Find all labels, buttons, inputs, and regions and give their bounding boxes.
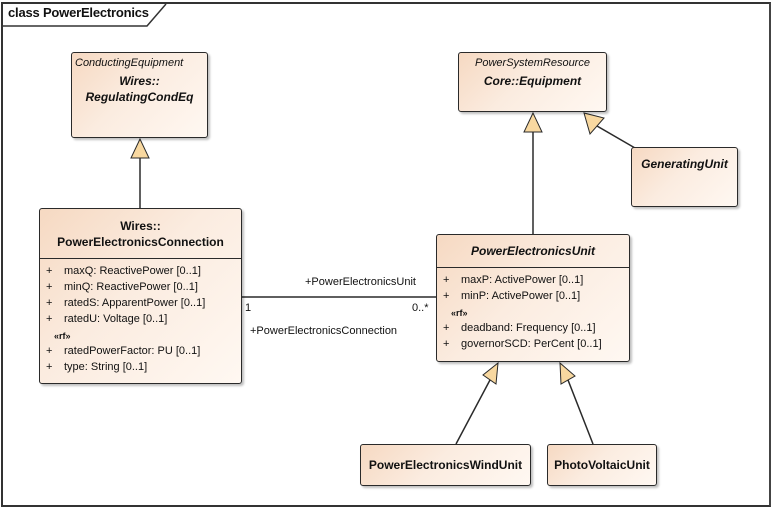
generalization-line-wind [455, 379, 491, 445]
class-name-line2: PowerElectronicsConnection [57, 235, 224, 249]
attribute-row[interactable]: + deadband: Frequency [0..1] [443, 320, 629, 336]
class-photo-voltaic-unit[interactable]: PhotoVoltaicUnit [547, 444, 657, 486]
attribute-row[interactable]: + ratedS: ApparentPower [0..1] [46, 295, 241, 311]
class-generating-unit[interactable]: GeneratingUnit [631, 147, 738, 207]
stereotype-label: PowerSystemResource [475, 57, 590, 69]
visibility-marker: + [46, 361, 53, 373]
generalization-arrow-peunit [523, 111, 543, 133]
class-name: PowerElectronicsWindUnit [368, 458, 523, 472]
frame-title-tab [3, 3, 167, 27]
stereotype-label: ConductingEquipment [75, 57, 184, 69]
attribute-text: type: String [0..1] [64, 361, 148, 373]
attribute-row[interactable]: + type: String [0..1] [46, 359, 241, 375]
attributes-section: + maxQ: ReactivePower [0..1] + minQ: React… [40, 258, 241, 375]
class-name: PhotoVoltaicUnit [554, 458, 650, 472]
visibility-marker: + [46, 313, 53, 325]
attribute-text: minQ: ReactivePower [0..1] [64, 281, 198, 293]
generalization-line-generating [596, 125, 636, 149]
attribute-text: governorSCD: PerCent [0..1] [461, 338, 602, 350]
generalization-arrow-wind [482, 361, 499, 385]
association-source-role: +PowerElectronicsConnection [250, 325, 398, 337]
attribute-row[interactable]: + minP: ActivePower [0..1] [443, 288, 629, 304]
class-name: PowerElectronicsUnit [470, 244, 596, 258]
generalization-arrow-generating [583, 112, 605, 136]
attribute-row[interactable]: + minQ: ReactivePower [0..1] [46, 279, 241, 295]
attribute-text: maxP: ActivePower [0..1] [461, 274, 584, 286]
attribute-text: minP: ActivePower [0..1] [461, 290, 581, 302]
visibility-marker: + [443, 338, 450, 350]
attribute-row[interactable]: + maxP: ActivePower [0..1] [443, 272, 629, 288]
visibility-marker: + [46, 265, 53, 277]
attribute-row[interactable]: + maxQ: ReactivePower [0..1] [46, 263, 241, 279]
visibility-marker: + [443, 322, 450, 334]
association-target-role: +PowerElectronicsUnit [305, 276, 416, 288]
class-name-line1: Wires:: [119, 74, 160, 88]
attribute-text: maxQ: ReactivePower [0..1] [64, 265, 201, 277]
attribute-group-label: «rf» [54, 331, 71, 341]
class-power-electronics-connection[interactable]: Wires:: PowerElectronicsConnection + maxQ… [39, 208, 242, 384]
attribute-row[interactable]: + governorSCD: PerCent [0..1] [443, 336, 629, 352]
attribute-row[interactable]: + ratedU: Voltage [0..1] [46, 311, 241, 327]
generalization-line-pv [567, 379, 594, 445]
visibility-marker: + [46, 345, 53, 357]
visibility-marker: + [443, 290, 450, 302]
visibility-marker: + [46, 281, 53, 293]
class-name-line2: RegulatingCondEq [85, 90, 194, 104]
class-power-electronics-unit[interactable]: PowerElectronicsUnit + maxP: ActivePower … [436, 234, 630, 362]
association-source-multiplicity: 1 [245, 302, 252, 314]
generalization-arrow-connection [130, 137, 150, 159]
class-name: Core::Equipment [483, 74, 582, 88]
class-regulating-cond-eq[interactable]: ConductingEquipment Wires:: RegulatingCo… [71, 52, 208, 138]
attribute-text: ratedS: ApparentPower [0..1] [64, 297, 206, 309]
attribute-group-label: «rf» [451, 308, 468, 318]
attribute-row[interactable]: + ratedPowerFactor: PU [0..1] [46, 343, 241, 359]
class-power-electronics-wind-unit[interactable]: PowerElectronicsWindUnit [360, 444, 531, 486]
frame-title: class PowerElectronics [8, 5, 149, 20]
attribute-text: ratedU: Voltage [0..1] [64, 313, 168, 325]
attributes-section: + maxP: ActivePower [0..1] + minP: ActiveP… [437, 267, 629, 352]
generalization-arrow-pv [559, 361, 576, 385]
association-target-multiplicity: 0..* [412, 302, 429, 314]
visibility-marker: + [46, 297, 53, 309]
class-name-line1: Wires:: [120, 219, 161, 233]
class-equipment[interactable]: PowerSystemResource Core::Equipment [458, 52, 607, 112]
attribute-text: deadband: Frequency [0..1] [461, 322, 596, 334]
visibility-marker: + [443, 274, 450, 286]
class-name: GeneratingUnit [641, 157, 728, 171]
attribute-text: ratedPowerFactor: PU [0..1] [64, 345, 201, 357]
